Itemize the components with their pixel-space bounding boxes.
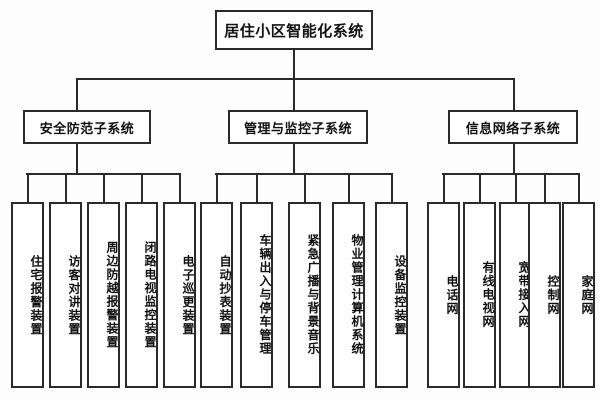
leaf-node-security-3[interactable]: 闭路电视监控装置 [125,202,158,388]
leaf-node-management-3[interactable]: 物业管理计算机系统 [332,202,365,388]
leaf-node-security-0[interactable]: 住宅报警装置 [11,202,44,388]
leaf-node-management-0[interactable]: 自动抄表装置 [200,202,233,388]
root-node[interactable]: 居住小区智能化系统 [215,10,373,50]
connector-leaf-drop-0-1 [65,173,67,202]
connector-leaf-drop-0-4 [179,173,181,202]
leaf-node-security-4[interactable]: 电子巡更装置 [163,202,196,388]
connector-leaf-bus-0 [26,173,179,175]
connector-leaf-bus-2 [442,173,578,175]
branch-node-security[interactable]: 安全防范子系统 [23,110,151,144]
connector-branch-drop-2 [513,78,515,110]
connector-leaf-drop-1-3 [348,173,350,202]
leaf-node-security-2[interactable]: 周边防越报警装置 [87,202,120,388]
connector-leaf-drop-1-2 [304,173,306,202]
connector-leaf-drop-2-2 [515,173,517,202]
leaf-node-management-4[interactable]: 设备监控装置 [375,202,408,388]
leaf-node-network-1[interactable]: 有线电视网 [463,202,496,388]
leaf-node-management-1[interactable]: 车辆出入与停车管理 [240,202,273,388]
connector-leaf-bus-1 [215,173,391,175]
connector-branch-drop-1 [293,78,295,110]
connector-leaf-drop-2-4 [578,173,580,202]
connector-leaf-drop-1-1 [256,173,258,202]
connector-leaf-drop-0-2 [103,173,105,202]
connector-top-bus [76,78,514,80]
connector-branch-stem-1 [293,144,295,173]
connector-leaf-drop-1-4 [391,173,393,202]
connector-leaf-drop-2-3 [544,173,546,202]
connector-branch-stem-0 [76,144,78,173]
branch-node-management[interactable]: 管理与监控子系统 [228,110,368,144]
leaf-node-security-1[interactable]: 访客对讲装置 [49,202,82,388]
connector-leaf-drop-0-3 [141,173,143,202]
connector-root-stem [293,50,295,78]
connector-leaf-drop-2-0 [443,173,445,202]
connector-leaf-drop-2-1 [479,173,481,202]
leaf-node-network-4[interactable]: 家庭网 [562,202,595,388]
leaf-node-network-3[interactable]: 控制网 [528,202,561,388]
leaf-node-network-0[interactable]: 电话网 [427,202,460,388]
branch-node-network[interactable]: 信息网络子系统 [448,110,578,144]
connector-branch-drop-0 [76,78,78,110]
leaf-node-management-2[interactable]: 紧急广播与背景音乐 [288,202,321,388]
connector-leaf-drop-0-0 [27,173,29,202]
leaf-node-network-2[interactable]: 宽带接入网 [499,202,532,388]
connector-branch-stem-2 [513,144,515,173]
connector-leaf-drop-1-0 [216,173,218,202]
